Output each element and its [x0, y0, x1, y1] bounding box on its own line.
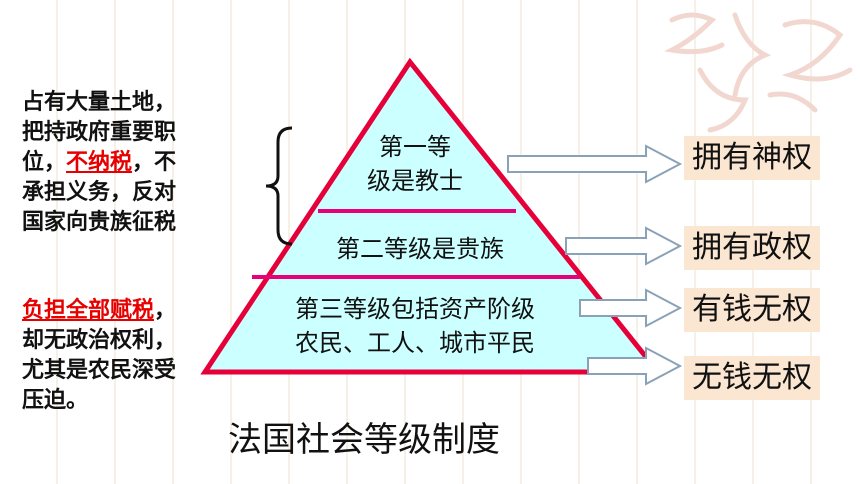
- arrow-icon: [565, 226, 683, 266]
- note-text: 位，: [22, 150, 67, 175]
- box-poor-no-power: 无钱无权: [684, 356, 820, 400]
- arrow-icons: [507, 144, 683, 386]
- tier-3-label: 第三等级包括资产阶级 农民、工人、城市平民: [240, 292, 590, 360]
- note-line: 占有大量土地，: [22, 90, 177, 115]
- tier-1-label: 第一等 级是教士: [340, 130, 490, 198]
- note-third-estate: 负担全部赋税， 却无政治权利， 尤其是农民深受 压迫。: [22, 296, 176, 416]
- note-text: ，不: [132, 150, 177, 175]
- brace-icon: [265, 126, 293, 246]
- box-rich-no-power: 有钱无权: [684, 288, 820, 332]
- box-divine-right: 拥有神权: [684, 136, 820, 180]
- note-line: 压迫。: [22, 388, 89, 413]
- note-first-second-estate: 占有大量土地， 把持政府重要职 位，不纳税，不 承担义务，反对 国家向贵族征税: [22, 88, 176, 238]
- note-line: 位，不纳税，不: [22, 148, 176, 178]
- diagram-title: 法国社会等级制度: [228, 420, 500, 460]
- tier-3-line: 第三等级包括资产阶级: [295, 295, 535, 323]
- note-line: 国家向贵族征税: [22, 210, 177, 235]
- box-political-power: 拥有政权: [684, 226, 820, 270]
- note-line: 承担义务，反对: [22, 180, 177, 205]
- arrow-icon: [587, 346, 683, 386]
- highlight-no-tax: 不纳税: [66, 150, 133, 175]
- note-line: 负担全部赋税，: [22, 296, 176, 326]
- tier-2-label: 第二等级是贵族: [336, 235, 504, 263]
- arrow-icon: [507, 144, 683, 184]
- note-line: 却无政治权利，: [22, 328, 177, 353]
- note-line: 把持政府重要职: [22, 120, 177, 145]
- tier-1-line: 级是教士: [367, 167, 463, 195]
- note-line: 尤其是农民深受: [22, 358, 177, 383]
- pyramid-shape: [200, 57, 664, 375]
- tier-3-line: 农民、工人、城市平民: [295, 329, 535, 357]
- watermark-decoration: [664, 12, 853, 133]
- highlight-all-taxes: 负担全部赋税: [22, 298, 155, 323]
- arrow-icon: [579, 288, 683, 328]
- note-text: ，: [154, 298, 177, 323]
- tier-1-line: 第一等: [379, 133, 451, 161]
